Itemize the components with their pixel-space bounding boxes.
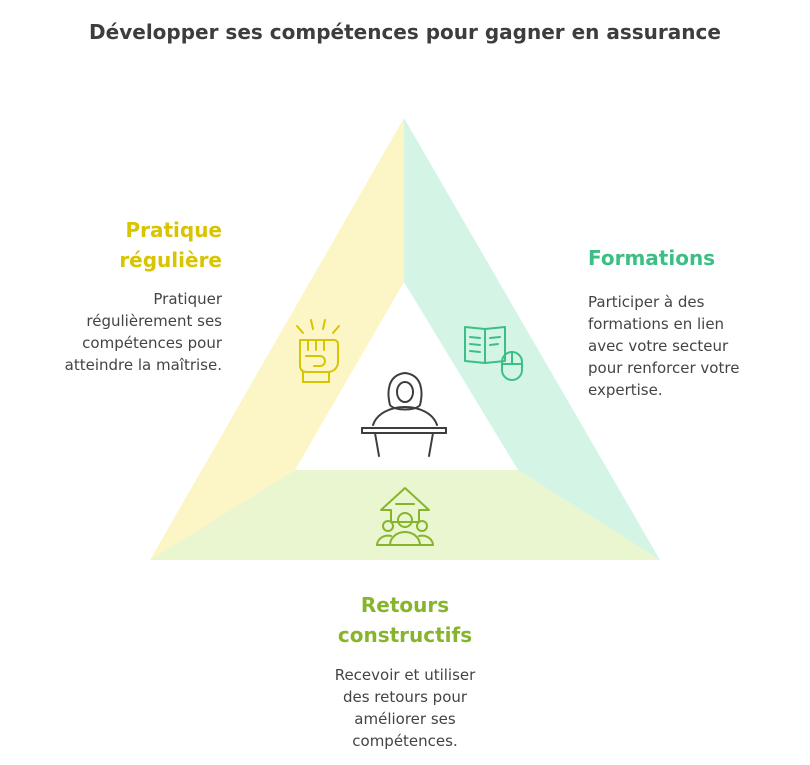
team-growth-arrow-icon (376, 487, 434, 546)
segment-left-practice (150, 118, 404, 560)
segment-right-training (404, 118, 660, 560)
raised-fist-icon (296, 319, 340, 383)
speaker-at-podium-icon (361, 372, 447, 457)
section-title-feedback: Retours constructifs (337, 593, 473, 647)
section-title-practice: Pratique régulière (119, 218, 222, 272)
book-mouse-icon (464, 326, 523, 381)
diagram-title: Développer ses compétences pour gagner e… (89, 20, 721, 44)
section-description-practice: Pratiquer régulièrement ses compétences … (64, 290, 222, 374)
section-description-feedback: Recevoir et utiliser des retours pour am… (334, 666, 476, 750)
section-title-training: Formations (588, 246, 716, 270)
section-description-training: Participer à des formations en lien avec… (588, 293, 740, 399)
segment-bottom-feedback (150, 470, 660, 560)
